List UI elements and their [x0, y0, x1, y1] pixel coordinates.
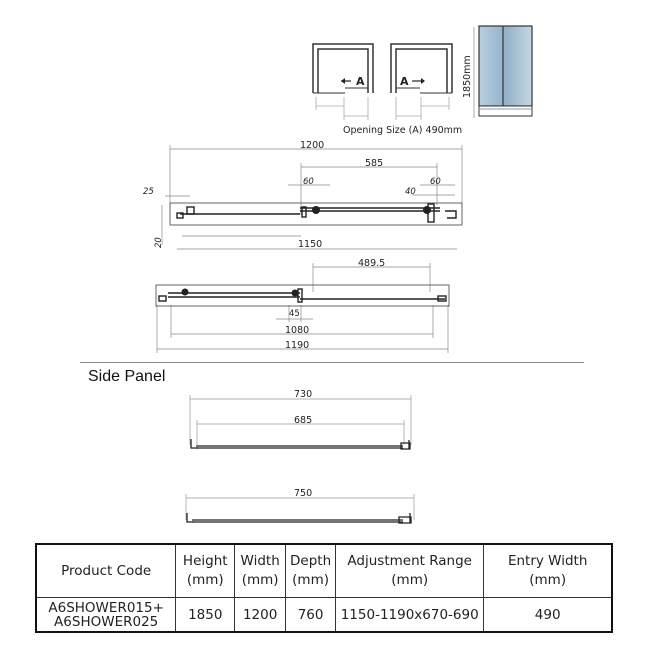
dim-40: 40 — [405, 187, 416, 197]
opening-size-caption: Opening Size (A) 490mm — [343, 125, 462, 136]
dim-685: 685 — [294, 415, 312, 426]
side-panel-title: Side Panel — [88, 368, 166, 385]
dim-1200: 1200 — [300, 140, 324, 151]
side-panel-diagram: 730 685 750 — [185, 389, 415, 524]
header-adjustment-range: Adjustment Range(mm) — [335, 543, 485, 598]
dim-60-right: 60 — [430, 177, 441, 187]
cell-width: 1200 — [234, 597, 287, 633]
dim-20: 20 — [154, 237, 164, 248]
header-depth: Depth(mm) — [285, 543, 337, 598]
opening-label-left: A — [356, 75, 365, 88]
dim-45: 45 — [289, 309, 300, 319]
section-divider — [80, 362, 584, 363]
dim-60-left: 60 — [303, 177, 314, 187]
plan-view-closed: 1200 585 60 60 40 25 20 1150 — [143, 140, 463, 250]
spec-table-header: Product Code Height(mm) Width(mm) Depth(… — [35, 543, 613, 598]
header-width: Width(mm) — [234, 543, 287, 598]
dim-750: 750 — [294, 488, 312, 499]
dim-1190: 1190 — [285, 340, 309, 351]
cell-adjustment-range: 1150-1190x670-690 — [335, 597, 485, 633]
opening-label-right: A — [400, 75, 409, 88]
table-row: A6SHOWER015+A6SHOWER025 1850 1200 760 11… — [35, 597, 613, 633]
dim-730: 730 — [294, 389, 312, 400]
dim-1080: 1080 — [285, 325, 309, 336]
enclosure-right-plan — [390, 43, 453, 94]
cell-product-code: A6SHOWER015+A6SHOWER025 — [35, 597, 177, 633]
dim-1150: 1150 — [298, 239, 322, 250]
spec-table: Product Code Height(mm) Width(mm) Depth(… — [35, 543, 613, 633]
cell-height: 1850 — [175, 597, 236, 633]
height-label: 1850mm — [462, 55, 473, 98]
glass-elevation — [478, 25, 533, 117]
header-product-code: Product Code — [35, 543, 177, 598]
header-height: Height(mm) — [175, 543, 236, 598]
dim-585: 585 — [365, 158, 383, 169]
header-entry-width: Entry Width(mm) — [483, 543, 613, 598]
cell-depth: 760 — [285, 597, 337, 633]
opening-size-diagram: A A Opening Size (A) 490mm 1850mm — [312, 25, 533, 136]
plan-view-open: 489.5 45 1080 1190 — [155, 258, 450, 353]
cell-entry-width: 490 — [483, 597, 613, 633]
enclosure-left-plan — [312, 43, 374, 94]
dim-489-5: 489.5 — [358, 258, 385, 269]
dim-25: 25 — [143, 187, 154, 197]
